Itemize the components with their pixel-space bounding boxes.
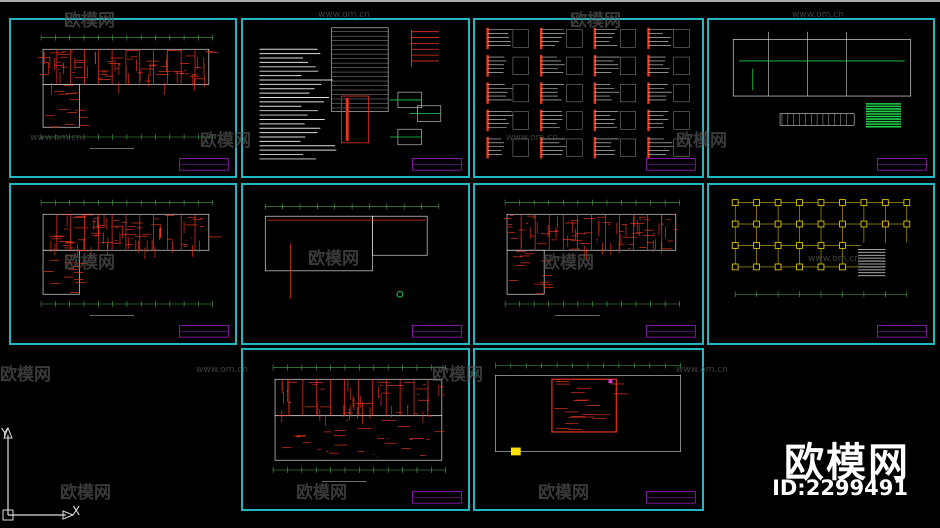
brand-logo-text: 欧模网 <box>784 440 910 486</box>
watermark-logo: 欧模网 <box>64 11 115 31</box>
watermark-logo: 欧模网 <box>296 483 347 503</box>
sheet-8-graphics <box>731 199 927 338</box>
sheet-10-graphics <box>495 362 696 504</box>
sheet-2-graphics <box>259 27 462 171</box>
watermark-url: www.om.cn <box>30 133 82 143</box>
drawing-sheet-10[interactable] <box>473 348 704 511</box>
sheet-3-graphics <box>486 27 696 171</box>
watermark-logo: 欧模网 <box>432 365 483 385</box>
watermark-logo: 欧模网 <box>64 253 115 273</box>
drawing-sheet-5[interactable] <box>9 183 237 345</box>
sheet-7-graphics <box>504 199 696 338</box>
watermark-url: www.om.cn <box>196 365 248 375</box>
sheet-4-graphics <box>732 31 927 171</box>
watermark-url: www.om.cn <box>506 133 558 143</box>
watermark-logo: 欧模网 <box>200 131 251 151</box>
drawing-sheet-3[interactable] <box>473 18 704 178</box>
ucs-axis-icon <box>2 426 75 521</box>
ucs-y-label: Y <box>1 426 9 440</box>
watermark-logo: 欧模网 <box>308 249 359 269</box>
drawing-sheet-7[interactable] <box>473 183 704 345</box>
window-top-edge <box>0 0 940 2</box>
drawing-sheet-9[interactable] <box>241 348 470 511</box>
drawing-sheet-1[interactable] <box>9 18 237 178</box>
watermark-logo: 欧模网 <box>538 483 589 503</box>
watermark-logo: 欧模网 <box>543 253 594 273</box>
drawing-sheet-2[interactable] <box>241 18 470 178</box>
ucs-x-label: X <box>72 504 81 518</box>
watermark-url: www.om.cn <box>808 254 860 264</box>
sheet-5-graphics <box>40 199 229 338</box>
drawing-sheet-4[interactable] <box>707 18 935 178</box>
sheet-1-graphics <box>37 34 229 171</box>
watermark-url: www.om.cn <box>676 365 728 375</box>
drawing-sheet-6[interactable] <box>241 183 470 345</box>
sheet-9-graphics <box>272 364 462 504</box>
watermark-logo: 欧模网 <box>0 365 51 385</box>
watermark-logo: 欧模网 <box>570 11 621 31</box>
brand-id: ID:2299491 <box>772 476 908 500</box>
watermark-url: www.om.cn <box>792 10 844 20</box>
watermark-url: www.om.cn <box>318 10 370 20</box>
drawing-sheet-8[interactable] <box>707 183 935 345</box>
sheet-6-graphics <box>264 203 462 338</box>
watermark-logo: 欧模网 <box>60 483 111 503</box>
watermark-logo: 欧模网 <box>676 131 727 151</box>
